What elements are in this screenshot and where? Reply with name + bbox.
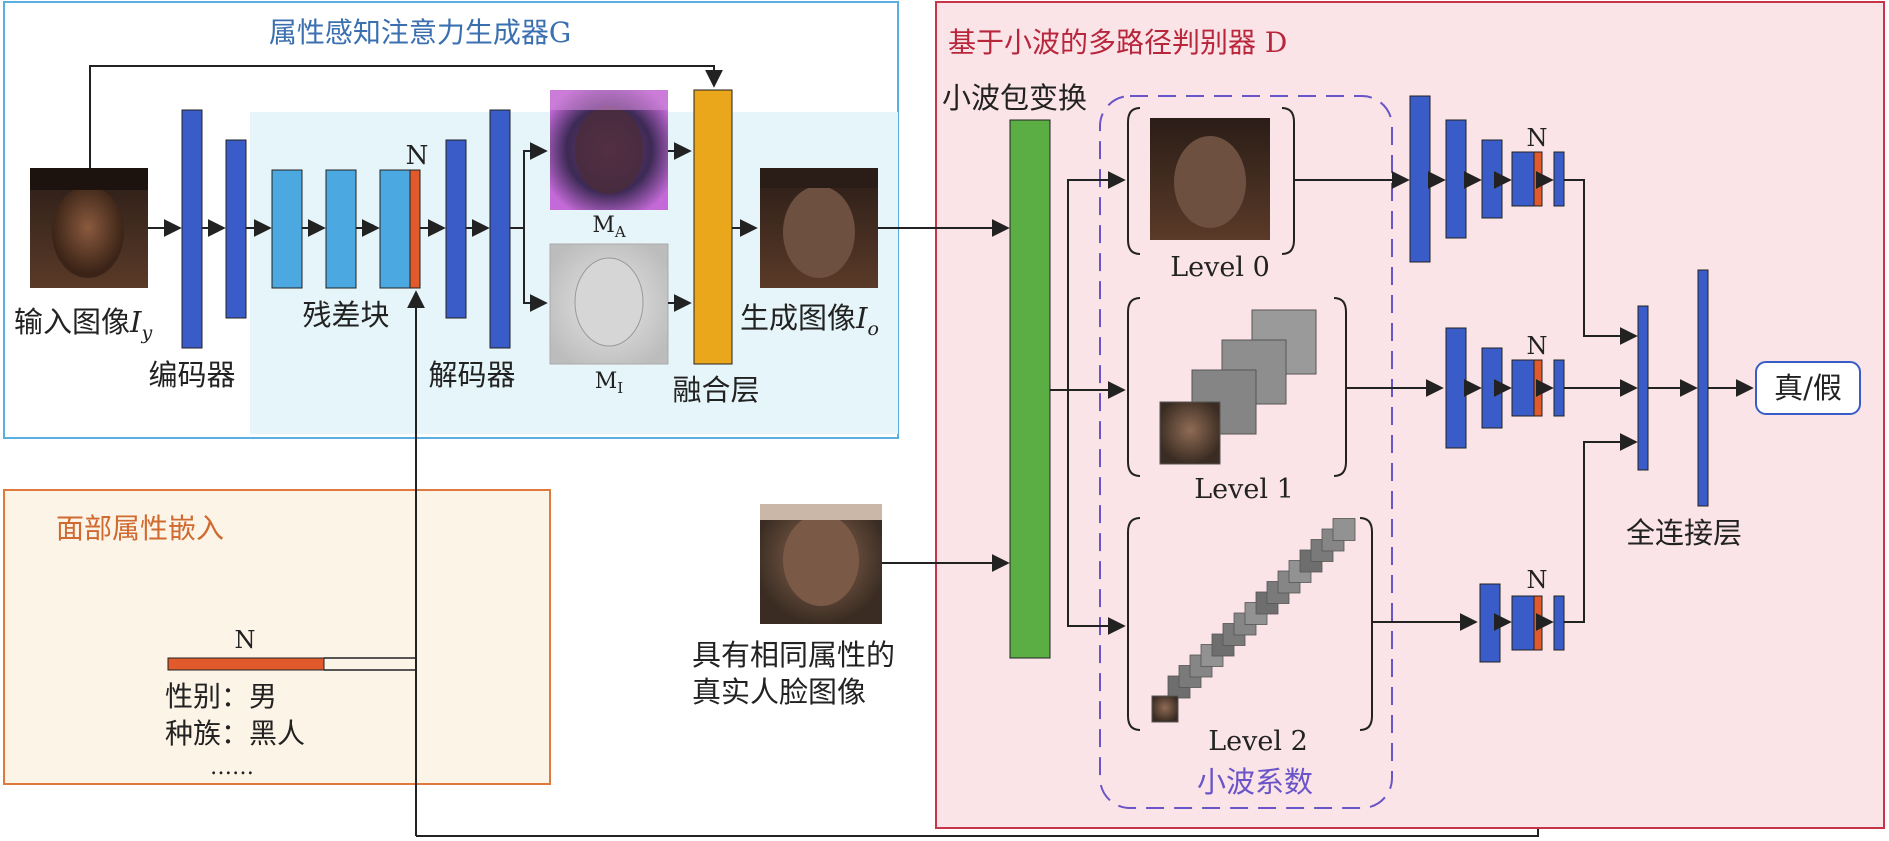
path1-block-3 bbox=[1511, 359, 1535, 417]
level-0-group: Level 0 bbox=[1127, 107, 1295, 283]
embedding-line-3: …… bbox=[210, 755, 254, 780]
path2-block-2 bbox=[1511, 595, 1535, 651]
input-face-image bbox=[30, 168, 148, 288]
real-face-image bbox=[760, 504, 882, 624]
embedding-panel: 面部属性嵌入 N 性别：男 种族：黑人 …… bbox=[3, 489, 551, 785]
output-image-label: 生成图像Io bbox=[740, 301, 879, 340]
level-1-label: Level 1 bbox=[1194, 474, 1294, 505]
arrow-path0-concat bbox=[1564, 179, 1638, 345]
path0-n-label: N bbox=[1527, 124, 1548, 152]
output-face-image bbox=[760, 168, 878, 288]
path1-block-4 bbox=[1553, 359, 1565, 417]
mi-label: MI bbox=[595, 369, 624, 397]
concat-block bbox=[1637, 305, 1649, 471]
path0-block-1 bbox=[1409, 95, 1431, 263]
level-2-coefficient-stack bbox=[1167, 518, 1356, 699]
decoder-label: 解码器 bbox=[428, 358, 515, 392]
fc-label: 全连接层 bbox=[1626, 516, 1742, 550]
resblock-3-attribute-bar bbox=[409, 169, 421, 289]
resblock-3 bbox=[379, 169, 411, 289]
attribute-vector-bar bbox=[167, 657, 325, 671]
embedding-line-2: 种族：黑人 bbox=[165, 717, 305, 750]
skip-connection-arrow bbox=[89, 65, 723, 168]
resblock-dots: ··· bbox=[361, 218, 374, 234]
path0-block-2 bbox=[1445, 119, 1467, 239]
path0-block-4 bbox=[1511, 151, 1535, 207]
wpt-label: 小波包变换 bbox=[942, 81, 1087, 115]
encoder-label: 编码器 bbox=[148, 358, 235, 392]
path0-block-3 bbox=[1481, 139, 1503, 219]
path0-block-5 bbox=[1553, 151, 1565, 207]
resblock-2 bbox=[325, 169, 357, 289]
generator-title: 属性感知注意力生成器G bbox=[269, 16, 571, 49]
wavelet-coefficient-region bbox=[1099, 95, 1393, 809]
real-image-label-1: 具有相同属性的 bbox=[692, 638, 895, 672]
path0-attribute-bar bbox=[1533, 151, 1543, 207]
level-0-label: Level 0 bbox=[1170, 252, 1270, 283]
path2-block-3 bbox=[1553, 595, 1565, 651]
level-1-group: Level 1 bbox=[1127, 297, 1347, 505]
path1-block-1 bbox=[1445, 327, 1467, 449]
path1-block-2 bbox=[1481, 347, 1503, 429]
embedding-title: 面部属性嵌入 bbox=[56, 512, 224, 545]
level-1-face-image bbox=[1159, 401, 1221, 465]
path1-n-label: N bbox=[1527, 332, 1548, 360]
attention-mi-image bbox=[549, 243, 669, 365]
wavelet-packet-transform bbox=[1009, 119, 1051, 659]
ma-label: MA bbox=[592, 213, 626, 241]
encoder-block-1 bbox=[181, 109, 203, 349]
embedding-connector-double bbox=[324, 657, 416, 671]
real-fake-output-label: 真/假 bbox=[1774, 371, 1842, 405]
resblock-label: 残差块 bbox=[302, 298, 389, 332]
encoder-block-2 bbox=[225, 139, 247, 319]
resblock-1 bbox=[271, 169, 303, 289]
arrow-decoder-mi bbox=[523, 228, 548, 312]
embedding-n-label: N bbox=[235, 626, 256, 654]
discriminator-title: 基于小波的多路径判别器 D bbox=[948, 26, 1287, 59]
coeff-label: 小波系数 bbox=[1197, 765, 1313, 799]
attention-ma-image bbox=[550, 90, 668, 210]
level-2-coefficient-tile bbox=[1332, 518, 1356, 541]
fully-connected-layer bbox=[1697, 269, 1709, 507]
real-fake-output-box bbox=[1755, 361, 1861, 415]
arrow-decoder-ma bbox=[510, 142, 548, 229]
decoder-block-1 bbox=[445, 139, 467, 319]
embedding-line-1: 性别：男 bbox=[165, 680, 277, 713]
real-image-label-2: 真实人脸图像 bbox=[692, 675, 866, 709]
level-2-face-image bbox=[1151, 695, 1179, 723]
path2-attribute-bar bbox=[1533, 595, 1543, 651]
fusion-label: 融合层 bbox=[672, 373, 759, 407]
arrow-wpt-level2 bbox=[1067, 390, 1126, 635]
level-2-group: Level 2 bbox=[1127, 517, 1373, 757]
decoder-block-2 bbox=[489, 109, 511, 349]
path2-n-label: N bbox=[1527, 566, 1548, 594]
arrow-path2-concat bbox=[1564, 433, 1638, 623]
input-image-label: 输入图像Iy bbox=[14, 305, 152, 344]
fusion-layer bbox=[693, 89, 733, 365]
level-2-label: Level 2 bbox=[1208, 726, 1308, 757]
path2-block-1 bbox=[1479, 583, 1501, 663]
resblock-n-label: N bbox=[406, 141, 429, 171]
path1-attribute-bar bbox=[1533, 359, 1543, 417]
